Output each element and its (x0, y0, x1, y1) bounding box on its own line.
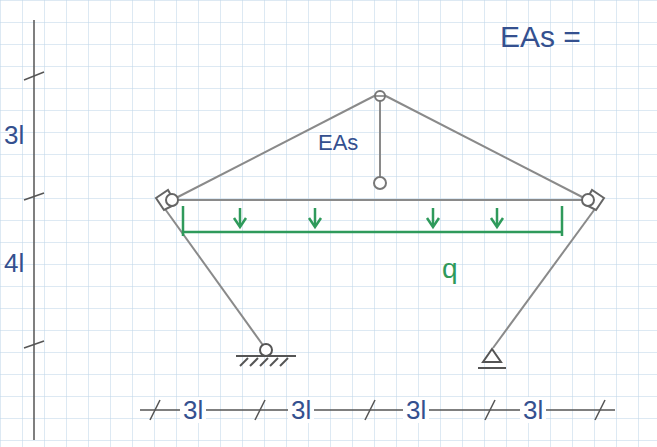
beam (172, 199, 588, 201)
span-dimension: 3l (403, 397, 429, 423)
load-label: q (442, 255, 458, 283)
span-dimension: 3l (180, 397, 206, 423)
cable-chords (172, 93, 588, 200)
distributed-load (183, 206, 562, 236)
pin-support (236, 344, 296, 366)
corner-joint (156, 190, 604, 210)
span-dimension: 3l (520, 397, 546, 423)
span-dimension: 3l (288, 397, 314, 423)
hanger-member (379, 100, 381, 177)
roller-support (478, 349, 506, 368)
stiffness-note: EAs = (500, 22, 581, 52)
height-dimension: 3l (4, 122, 24, 148)
vertical-dimension (24, 20, 44, 440)
hinge-mark (374, 95, 386, 97)
stiffness-label: EAs (318, 132, 358, 154)
hinge-symbol (374, 91, 386, 189)
column-legs (160, 202, 600, 348)
height-dimension: 4l (4, 250, 24, 276)
